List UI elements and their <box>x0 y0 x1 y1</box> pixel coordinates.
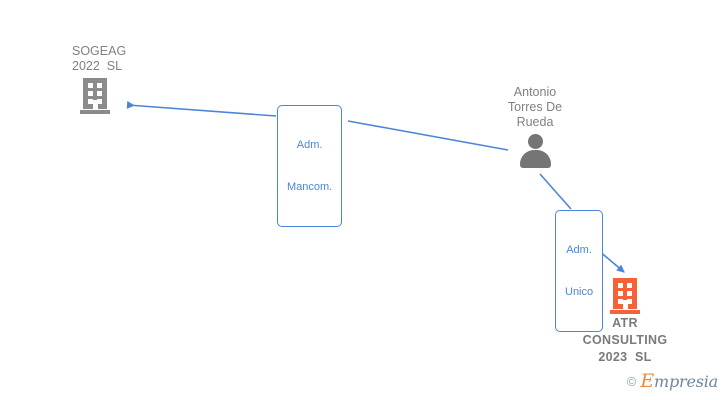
node-label-atr-line2: CONSULTING <box>582 333 668 347</box>
brand-rest: mpresia <box>654 372 718 391</box>
node-company-sogeag[interactable]: SOGEAG 2022 SL <box>58 44 168 114</box>
edge-label-adm-mancom-line2: Mancom. <box>287 181 333 193</box>
node-label-sogeag-line1: SOGEAG <box>72 44 127 58</box>
watermark-empresia: © Empresia <box>627 370 718 392</box>
brand-initial: E <box>640 370 654 392</box>
node-company-atr-consulting[interactable]: ATR CONSULTING 2023 SL <box>565 278 685 365</box>
node-label-person-line2: Torres De <box>507 100 563 114</box>
edge-label-adm-unico[interactable]: Adm. Unico <box>555 210 604 332</box>
node-label-person-line3: Rueda <box>516 115 554 129</box>
edge-label-adm-mancom-line1: Adm. <box>296 139 323 151</box>
building-icon <box>610 278 640 314</box>
copyright-icon: © <box>626 373 637 389</box>
edge-label-adm-unico-line1: Adm. <box>566 244 592 256</box>
edge-adm-mancom <box>126 101 509 151</box>
building-icon <box>80 78 110 114</box>
person-icon <box>516 134 554 168</box>
node-person-antonio-torres-de-rueda[interactable]: Antonio Torres De Rueda <box>481 85 589 168</box>
edge-label-adm-mancom[interactable]: Adm. Mancom. <box>277 105 343 227</box>
node-label-sogeag-line2: 2022 SL <box>72 59 123 73</box>
brand-name: Empresia <box>640 370 718 392</box>
icon-wrap-person <box>516 134 554 168</box>
node-label-atr-line1: ATR <box>612 316 638 330</box>
node-label-person-line1: Antonio <box>513 85 557 99</box>
icon-wrap-sogeag <box>58 78 110 114</box>
icon-wrap-atr <box>610 278 640 314</box>
node-label-atr-line3: 2023 SL <box>598 350 652 364</box>
edge-label-adm-unico-line2: Unico <box>565 286 594 298</box>
